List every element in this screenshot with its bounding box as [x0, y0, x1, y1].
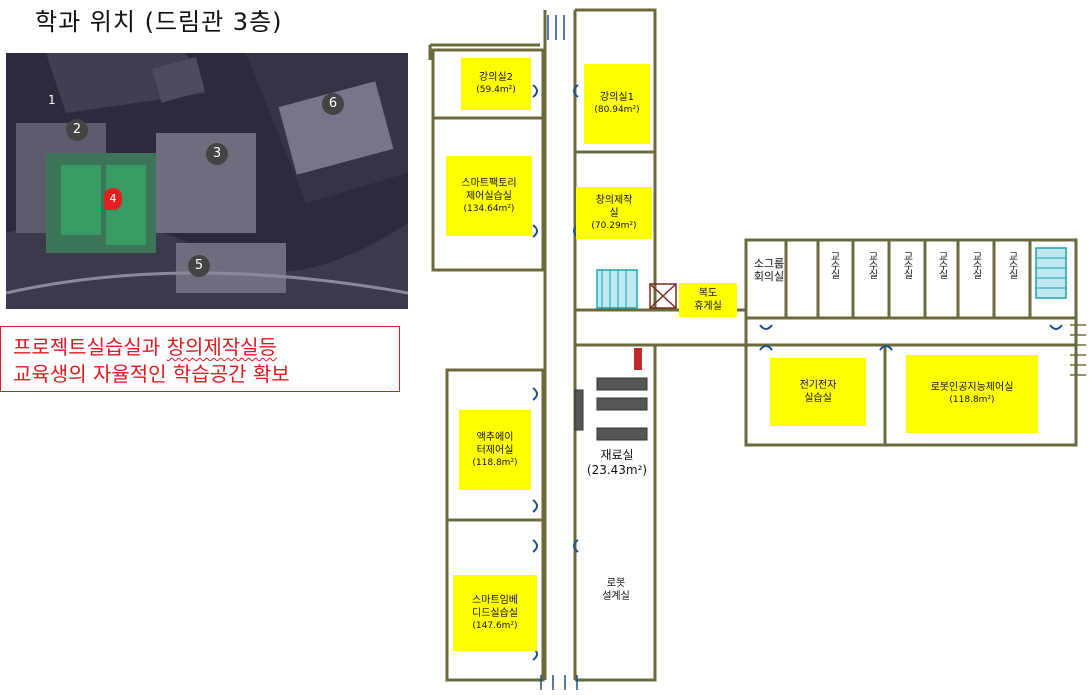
professor-office-6: 교수실 [1006, 251, 1017, 278]
map-marker-2: 2 [66, 119, 88, 141]
map-marker-6: 6 [322, 93, 344, 115]
room-smart-factory: 스마트팩토리 제어실습실(134.64m²) [446, 156, 532, 236]
room-lecture-2: 강의실2(59.4m²) [461, 58, 531, 110]
aerial-map-image [6, 53, 408, 309]
professor-office-4: 교수실 [936, 251, 947, 278]
professor-office-5: 교수실 [970, 251, 981, 278]
room-robot-design: 로봇 설계실 [602, 578, 630, 602]
map-marker-4: 4 [104, 188, 122, 210]
professor-office-3: 교수실 [901, 251, 912, 278]
page-title: 학과 위치 (드림관 3층) [35, 8, 283, 36]
professor-office-1: 교수실 [828, 251, 839, 278]
highlight-callout: 프로젝트실습실과 창의제작실등 교육생의 자율적인 학습공간 확보 [0, 326, 400, 392]
room-small-meeting: 소그룹 회의실 [753, 257, 785, 283]
room-creative-making: 창의제작 실(70.29m²) [576, 187, 652, 239]
room-lecture-1: 강의실1(80.94m²) [584, 64, 650, 144]
map-marker-5: 5 [188, 255, 210, 277]
professor-office-2: 교수실 [866, 251, 877, 278]
room-material: 재료실(23.43m²) [586, 448, 648, 477]
map-marker-1: 1 [48, 93, 56, 107]
room-actuator-control: 액추에이 터제어실(118.8m²) [459, 410, 531, 490]
room-smart-embedded: 스마트임베 디드실습실(147.6m²) [453, 575, 537, 651]
callout-line-2: 교육생의 자율적인 학습공간 확보 [13, 362, 290, 386]
room-electrical-electronics: 전기전자 실습실 [770, 358, 866, 426]
aerial-campus-map: 1 2 3 4 5 6 [6, 53, 408, 309]
map-marker-3: 3 [206, 143, 228, 165]
room-robot-ai-control: 로봇인공지능제어실(118.8m²) [906, 355, 1038, 433]
room-corridor-lounge: 복도 휴게실 [679, 283, 737, 317]
callout-line-1: 프로젝트실습실과 창의제작실등 [13, 335, 277, 359]
